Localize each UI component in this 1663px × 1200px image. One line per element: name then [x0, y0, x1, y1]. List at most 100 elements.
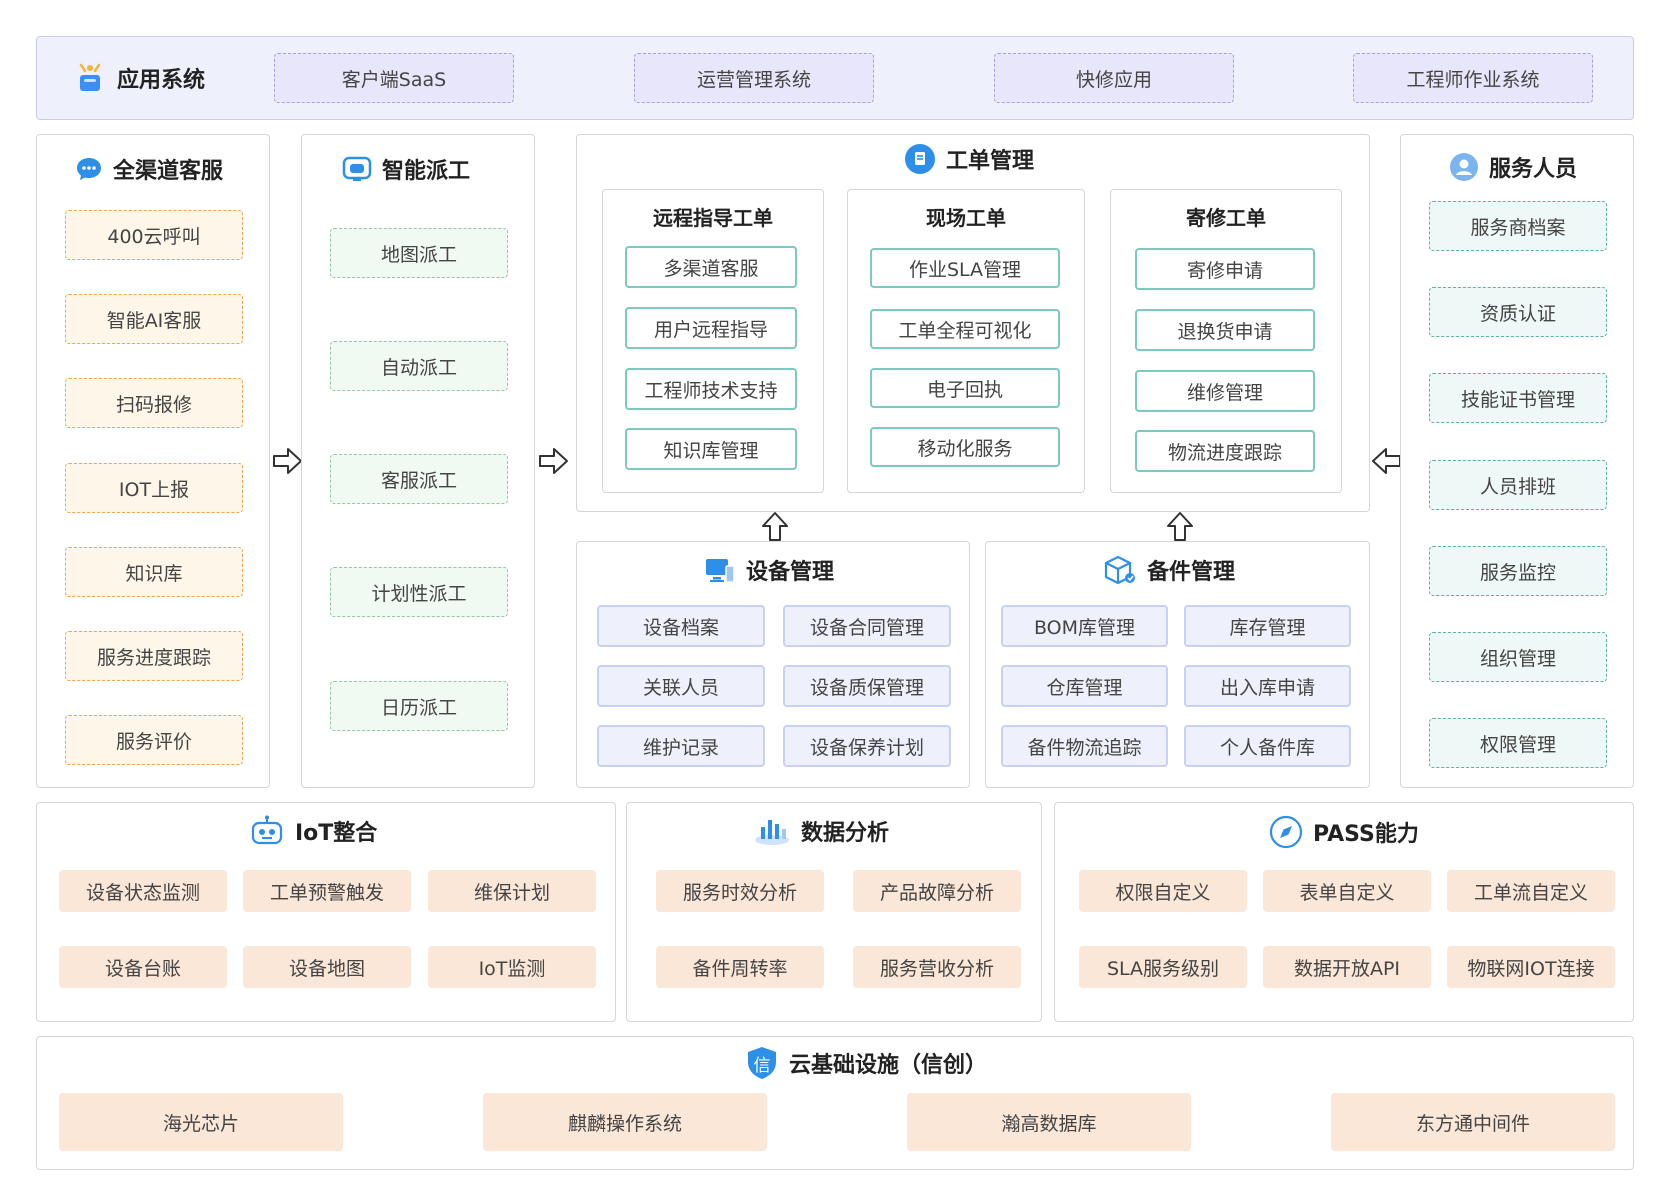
data-analysis-item[interactable]: 服务时效分析	[656, 870, 824, 912]
omni-service-item[interactable]: 扫码报修	[65, 378, 243, 428]
omni-service-item[interactable]: 400云呼叫	[65, 210, 243, 260]
iot-item[interactable]: 设备地图	[243, 946, 411, 988]
data-analysis-panel: 数据分析 服务时效分析 产品故障分析 备件周转率 服务营收分析	[626, 802, 1042, 1022]
item-label: 设备地图	[288, 957, 365, 980]
work-order-item[interactable]: 寄修申请	[1135, 248, 1315, 290]
service-staff-item[interactable]: 权限管理	[1429, 718, 1607, 768]
spare-parts-item[interactable]: BOM库管理	[1001, 605, 1168, 647]
iot-item[interactable]: 维保计划	[428, 870, 596, 912]
omni-service-item[interactable]: 智能AI客服	[65, 294, 243, 344]
paas-item[interactable]: 数据开放API	[1263, 946, 1431, 988]
cloud-infra-item[interactable]: 海光芯片	[59, 1093, 343, 1151]
item-label: 麒麟操作系统	[567, 1112, 682, 1135]
shield-badge-text: 信	[753, 1056, 771, 1076]
paas-item[interactable]: 工单流自定义	[1447, 870, 1615, 912]
work-order-item[interactable]: 物流进度跟踪	[1135, 430, 1315, 472]
data-analysis-item[interactable]: 产品故障分析	[853, 870, 1021, 912]
device-item[interactable]: 维护记录	[597, 725, 765, 767]
app-system-item[interactable]: 客户端SaaS	[274, 53, 514, 103]
device-item[interactable]: 设备保养计划	[783, 725, 951, 767]
item-label: 知识库管理	[663, 439, 759, 462]
cloud-infra-item[interactable]: 麒麟操作系统	[483, 1093, 767, 1151]
work-order-item[interactable]: 退换货申请	[1135, 309, 1315, 351]
item-label: 权限管理	[1479, 733, 1556, 756]
data-analysis-item[interactable]: 备件周转率	[656, 946, 824, 988]
paas-item[interactable]: 权限自定义	[1079, 870, 1247, 912]
iot-item[interactable]: 设备状态监测	[59, 870, 227, 912]
item-label: BOM库管理	[1033, 616, 1136, 639]
item-label: 400云呼叫	[107, 225, 201, 248]
item-label: 维护记录	[642, 736, 719, 759]
omni-service-item[interactable]: 服务进度跟踪	[65, 631, 243, 681]
service-staff-item[interactable]: 服务商档案	[1429, 201, 1607, 251]
item-label: 设备状态监测	[85, 881, 200, 904]
item-label: 瀚高数据库	[1001, 1112, 1097, 1135]
omni-service-item[interactable]: 知识库	[65, 547, 243, 597]
work-order-item[interactable]: 维修管理	[1135, 370, 1315, 412]
document-icon	[904, 143, 936, 175]
paas-item[interactable]: 物联网IOT连接	[1447, 946, 1615, 988]
spare-parts-item[interactable]: 个人备件库	[1184, 725, 1351, 767]
paas-item[interactable]: 表单自定义	[1263, 870, 1431, 912]
iot-item[interactable]: 工单预警触发	[243, 870, 411, 912]
work-order-item[interactable]: 知识库管理	[625, 428, 797, 470]
paas-item[interactable]: SLA服务级别	[1079, 946, 1247, 988]
item-label: 工单流自定义	[1473, 881, 1588, 904]
dispatch-item[interactable]: 自动派工	[330, 341, 508, 391]
cloud-infra-panel: 信 云基础设施（信创） 海光芯片 麒麟操作系统 瀚高数据库 东方通中间件	[36, 1036, 1634, 1170]
iot-item[interactable]: 设备台账	[59, 946, 227, 988]
iot-item[interactable]: IoT监测	[428, 946, 596, 988]
app-system-item[interactable]: 运营管理系统	[634, 53, 874, 103]
item-label: 寄修申请	[1186, 259, 1263, 282]
service-staff-item[interactable]: 技能证书管理	[1429, 373, 1607, 423]
work-order-item[interactable]: 电子回执	[870, 368, 1060, 408]
item-label: 客服派工	[380, 469, 457, 492]
dispatch-item[interactable]: 计划性派工	[330, 567, 508, 617]
item-label: 海光芯片	[162, 1112, 239, 1135]
item-label: 关联人员	[642, 676, 719, 699]
app-system-item[interactable]: 快修应用	[994, 53, 1234, 103]
cloud-infra-title-label: 云基础设施（信创）	[789, 1053, 988, 1078]
dispatch-item[interactable]: 地图派工	[330, 228, 508, 278]
item-label: 表单自定义	[1299, 881, 1395, 904]
spare-parts-panel: 备件管理 BOM库管理 库存管理 仓库管理 出入库申请 备件物流追踪 个人备件库	[985, 541, 1370, 788]
service-staff-item[interactable]: 人员排班	[1429, 460, 1607, 510]
item-label: 知识库	[125, 562, 183, 585]
dispatch-item[interactable]: 客服派工	[330, 454, 508, 504]
omni-service-item[interactable]: IOT上报	[65, 463, 243, 513]
work-order-item[interactable]: 工程师技术支持	[625, 368, 797, 410]
cloud-infra-item[interactable]: 东方通中间件	[1331, 1093, 1615, 1151]
item-label: 智能AI客服	[106, 309, 202, 332]
column-title: 远程指导工单	[653, 206, 773, 230]
item-label: 技能证书管理	[1460, 388, 1575, 411]
omni-service-item[interactable]: 服务评价	[65, 715, 243, 765]
cloud-infra-item[interactable]: 瀚高数据库	[907, 1093, 1191, 1151]
service-staff-item[interactable]: 服务监控	[1429, 546, 1607, 596]
spare-parts-item[interactable]: 仓库管理	[1001, 665, 1168, 707]
work-order-item[interactable]: 多渠道客服	[625, 246, 797, 288]
work-order-item[interactable]: 移动化服务	[870, 427, 1060, 467]
work-order-item[interactable]: 用户远程指导	[625, 307, 797, 349]
device-item[interactable]: 设备合同管理	[783, 605, 951, 647]
work-order-item[interactable]: 工单全程可视化	[870, 309, 1060, 349]
item-label: 设备保养计划	[809, 736, 924, 759]
item-label: 服务评价	[115, 730, 192, 753]
device-item[interactable]: 关联人员	[597, 665, 765, 707]
spare-parts-title-label: 备件管理	[1147, 560, 1236, 585]
app-system-item[interactable]: 工程师作业系统	[1353, 53, 1593, 103]
item-label: 设备台账	[104, 957, 181, 980]
spare-parts-item[interactable]: 库存管理	[1184, 605, 1351, 647]
spare-parts-item[interactable]: 备件物流追踪	[1001, 725, 1168, 767]
data-analysis-item[interactable]: 服务营收分析	[853, 946, 1021, 988]
device-item[interactable]: 设备质保管理	[783, 665, 951, 707]
spare-parts-item[interactable]: 出入库申请	[1184, 665, 1351, 707]
item-label: 服务时效分析	[682, 881, 797, 904]
data-analysis-title: 数据分析	[753, 815, 889, 847]
dispatch-item[interactable]: 日历派工	[330, 681, 508, 731]
service-staff-title: 服务人员	[1449, 151, 1577, 183]
device-item[interactable]: 设备档案	[597, 605, 765, 647]
left-arrow-icon	[1372, 448, 1401, 474]
service-staff-item[interactable]: 组织管理	[1429, 632, 1607, 682]
work-order-item[interactable]: 作业SLA管理	[870, 248, 1060, 288]
service-staff-item[interactable]: 资质认证	[1429, 287, 1607, 337]
